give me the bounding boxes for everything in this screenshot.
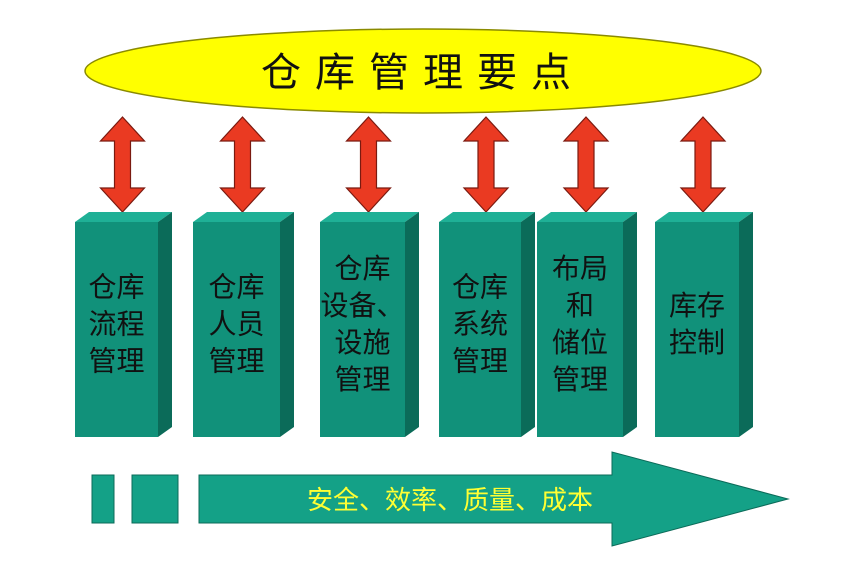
block-top-face	[439, 212, 535, 222]
block-label-line: 仓库	[452, 271, 508, 304]
block-top-face	[655, 212, 753, 222]
double-arrow-icon	[562, 116, 610, 213]
block-label-line: 和	[566, 289, 594, 322]
double-arrow-icon	[345, 116, 392, 213]
footer-square	[131, 474, 179, 524]
block-label-line: 人员	[208, 308, 264, 341]
block-side-face	[521, 212, 535, 437]
block-label-line: 管理	[334, 363, 390, 396]
block-label-line: 库存	[669, 289, 725, 322]
double-arrow-icon	[219, 116, 266, 213]
block-label-line: 管理	[208, 345, 264, 378]
block-label-line: 流程	[88, 308, 144, 341]
block-label-line: 仓库	[334, 252, 390, 285]
block-label-line: 系统	[452, 308, 508, 341]
block-top-face	[320, 212, 419, 222]
footer-square	[91, 474, 115, 524]
block-label-line: 管理	[452, 345, 508, 378]
block-label-line: 设备、	[320, 289, 404, 322]
block-side-face	[280, 212, 294, 437]
block-label-line: 仓库	[208, 271, 264, 304]
block-label-line: 设施	[334, 326, 390, 359]
block-top-face	[75, 212, 172, 222]
block-label-line: 储位	[552, 326, 608, 359]
double-arrow-icon	[99, 116, 146, 213]
footer-arrow-label: 安全、效率、质量、成本	[307, 486, 593, 516]
block-front-face	[193, 222, 280, 437]
block-label-line: 管理	[88, 345, 144, 378]
block-front-face	[320, 222, 405, 437]
block-front-face	[439, 222, 521, 437]
title-ellipse	[84, 28, 762, 114]
block-side-face	[739, 212, 753, 437]
block-top-face	[537, 212, 637, 222]
footer-arrow	[198, 451, 790, 547]
block-label-line: 仓库	[88, 271, 144, 304]
block-label-line: 布局	[552, 252, 608, 285]
block-side-face	[405, 212, 419, 437]
block-top-face	[193, 212, 294, 222]
double-arrow-icon	[679, 116, 727, 213]
block-front-face	[655, 222, 739, 437]
block-side-face	[623, 212, 637, 437]
block-label-line: 管理	[552, 363, 608, 396]
block-front-face	[537, 222, 623, 437]
block-label-line: 控制	[669, 326, 725, 359]
block-front-face	[75, 222, 158, 437]
block-side-face	[158, 212, 172, 437]
double-arrow-icon	[462, 116, 510, 213]
diagram-title: 仓库管理要点	[261, 50, 585, 96]
